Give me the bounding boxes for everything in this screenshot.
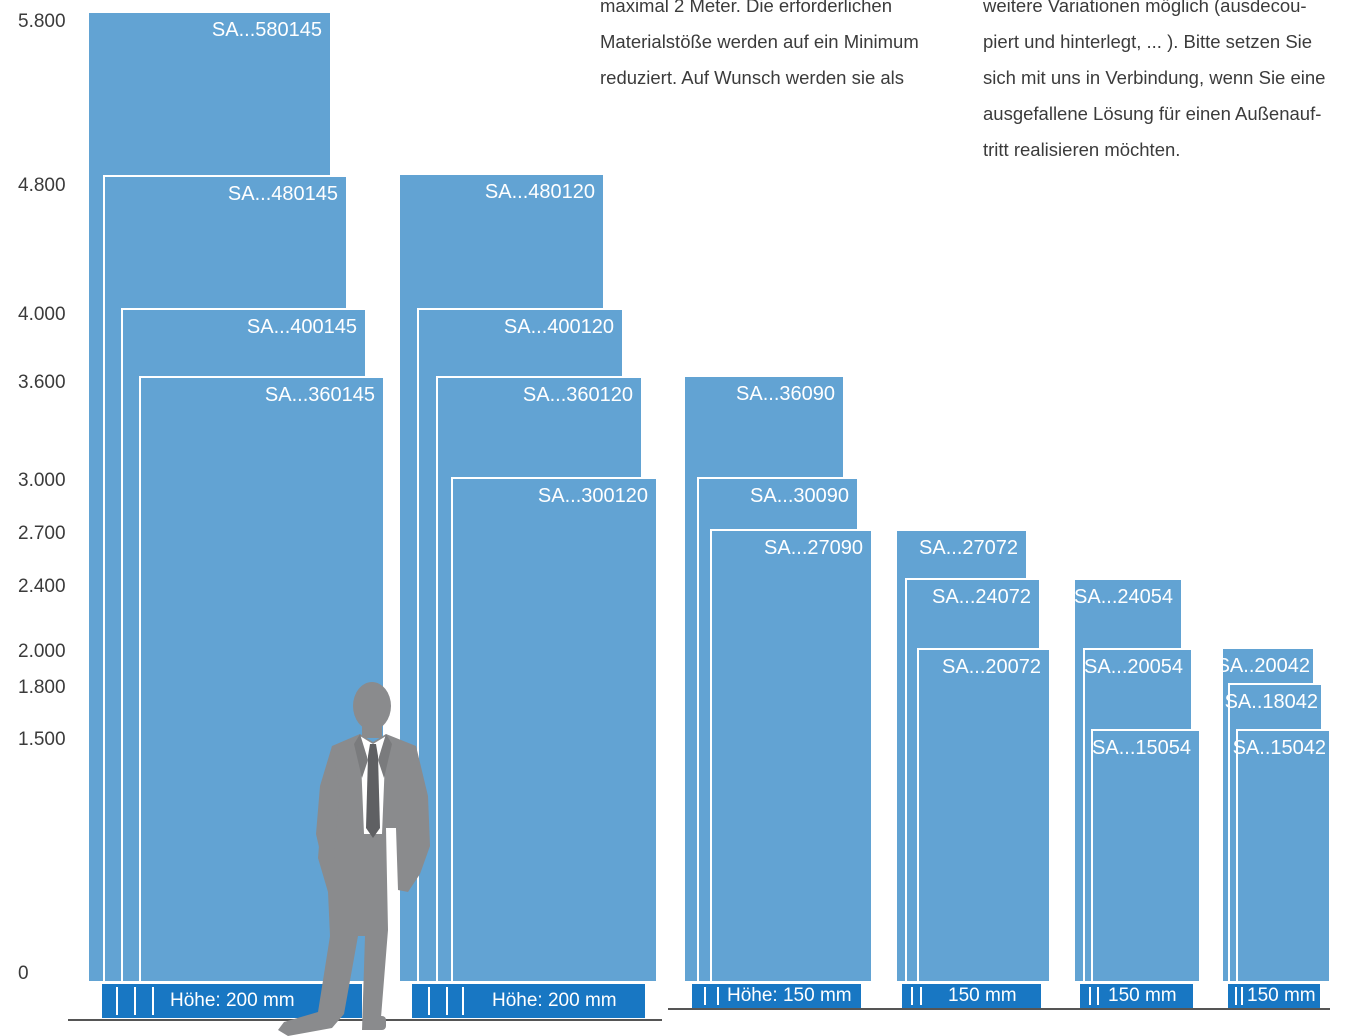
base-divider: [1089, 987, 1091, 1005]
panel-label: SA...480120: [484, 181, 595, 203]
panel-label: SA..20042: [1216, 655, 1310, 677]
y-tick-label: 5.800: [18, 11, 66, 32]
base-divider: [911, 987, 913, 1005]
base-bar: 150 mm: [1080, 984, 1193, 1008]
panel-label: SA...30090: [750, 485, 849, 507]
base-label: 150 mm: [948, 985, 1017, 1006]
panel-label: SA...24054: [1074, 586, 1173, 608]
y-tick-label: 1.500: [18, 729, 66, 750]
base-bar: 150 mm: [902, 984, 1041, 1008]
base-divider: [704, 987, 706, 1005]
y-tick-label: 2.400: [18, 576, 66, 597]
panel-label: SA...580145: [211, 19, 322, 41]
base-divider: [116, 987, 118, 1015]
panel-label: SA...480145: [227, 183, 338, 205]
text-line: reduziert. Auf Wunsch werden sie als: [600, 67, 905, 88]
panel-sa-300120: SA...300120: [451, 477, 656, 981]
base-divider: [1235, 987, 1237, 1005]
text-line: sich mit uns in Verbindung, wenn Sie ein…: [983, 67, 1326, 88]
y-tick-label: 3.600: [18, 372, 66, 393]
base-label: Höhe: 150 mm: [727, 985, 852, 1006]
businessman-silhouette: [278, 682, 430, 1036]
base-label: Höhe: 200 mm: [170, 990, 295, 1011]
panel-label: SA...20072: [942, 656, 1041, 678]
panel-label: SA...24072: [932, 586, 1031, 608]
base-label: 150 mm: [1247, 985, 1316, 1006]
panel-label: SA..18042: [1224, 691, 1318, 713]
y-tick-label: 4.000: [18, 304, 66, 325]
panel-sa-15042: SA..15042: [1232, 729, 1329, 981]
text-line: weitere Variationen möglich (ausdecou-: [983, 0, 1307, 16]
y-tick-label: 0: [18, 963, 29, 984]
panel-sa-27090: SA...27090: [710, 529, 871, 981]
panel-label: SA...400145: [246, 316, 357, 338]
y-tick-label: 4.800: [18, 175, 66, 196]
panel-label: SA...27090: [764, 537, 863, 559]
y-tick-label: 1.800: [18, 677, 66, 698]
y-tick-label: 3.000: [18, 470, 66, 491]
panel-label: SA..15042: [1232, 737, 1326, 759]
y-tick-label: 2.700: [18, 523, 66, 544]
base-label: Höhe: 200 mm: [492, 990, 617, 1011]
panel-label: SA...20054: [1084, 656, 1183, 678]
y-tick-label: 2.000: [18, 641, 66, 662]
base-divider: [134, 987, 136, 1015]
text-column-left: maximal 2 Meter. Die erforderlichen Mate…: [600, 0, 919, 96]
base-label: 150 mm: [1108, 985, 1177, 1006]
panel-label: SA...300120: [537, 485, 648, 507]
text-line: Materialstöße werden auf ein Minimum: [600, 31, 919, 52]
base-divider: [920, 987, 922, 1005]
text-line: ausgefallene Lösung für einen Außenauf-: [983, 103, 1322, 124]
panel-label: SA...36090: [736, 383, 835, 405]
ground-line: [668, 1008, 1330, 1010]
base-divider: [462, 987, 464, 1015]
base-divider: [152, 987, 154, 1015]
text-column-right: weitere Variationen möglich (ausdecou- p…: [983, 0, 1325, 168]
panel-sa-20072: SA...20072: [917, 648, 1049, 981]
base-bar: Höhe: 200 mm: [412, 984, 645, 1018]
panel-label: SA...15054: [1092, 737, 1191, 759]
base-bar: Höhe: 200 mm: [102, 984, 362, 1018]
panel-label: SA...27072: [919, 537, 1018, 559]
base-bar: 150 mm: [1228, 984, 1320, 1008]
panel-label: SA...360120: [522, 384, 633, 406]
base-divider: [1097, 987, 1099, 1005]
base-bar: Höhe: 150 mm: [692, 984, 861, 1008]
base-divider: [446, 987, 448, 1015]
panel-sa-15054: SA...15054: [1091, 729, 1199, 981]
base-divider: [1241, 987, 1243, 1005]
text-line: tritt realisieren möchten.: [983, 139, 1181, 160]
base-divider: [428, 987, 430, 1015]
panel-label: SA...400120: [503, 316, 614, 338]
text-line: piert und hinterlegt, ... ). Bitte setze…: [983, 31, 1313, 52]
text-line: maximal 2 Meter. Die erforderlichen: [600, 0, 892, 16]
base-divider: [717, 987, 719, 1005]
panel-label: SA...360145: [264, 384, 375, 406]
